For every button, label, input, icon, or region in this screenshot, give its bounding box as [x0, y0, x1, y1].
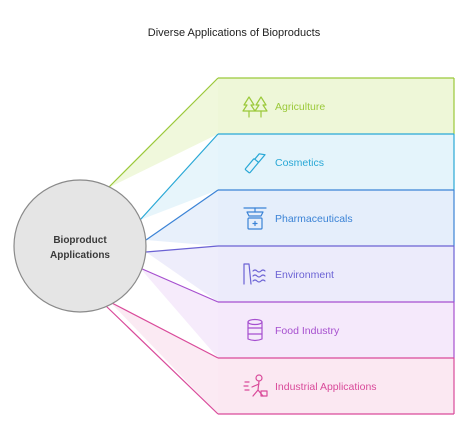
- hub-node: Bioproduct Applications: [13, 179, 147, 313]
- branch-label: Agriculture: [275, 101, 325, 113]
- hub-label-line2: Applications: [50, 250, 110, 261]
- hub-label-line1: Bioproduct: [53, 235, 107, 246]
- branch-label: Pharmaceuticals: [275, 213, 353, 225]
- dam-water-icon: [243, 263, 266, 285]
- branch-connector: [145, 245, 219, 253]
- branch-connector: [109, 301, 219, 359]
- branch-band: Food Industry: [218, 301, 455, 358]
- branch-label: Environment: [275, 269, 334, 281]
- lipstick-icon: [244, 153, 266, 174]
- branch-label: Cosmetics: [275, 157, 324, 169]
- branch-wedge: [110, 302, 218, 414]
- branch-connector: [139, 267, 219, 303]
- branch-connector: [105, 305, 219, 415]
- pharmacy-drone-icon: [243, 207, 267, 230]
- worker-icon: [243, 374, 268, 397]
- branch-band: Industrial Applications: [218, 357, 455, 414]
- branch-wedge: [146, 190, 218, 246]
- branch-connector: [107, 77, 219, 189]
- branch-label: Food Industry: [275, 325, 340, 337]
- trees-icon: [242, 96, 268, 118]
- food-can-icon: [247, 318, 263, 342]
- branch-connector: [145, 189, 219, 241]
- branch-band: Pharmaceuticals: [218, 189, 455, 246]
- branch-wedge: [140, 268, 218, 358]
- branch-wedge: [146, 246, 218, 302]
- branch-connector: [139, 133, 219, 221]
- branch-band: Environment: [218, 245, 455, 302]
- branch-band: Cosmetics: [218, 133, 455, 190]
- diagram-title: Diverse Applications of Bioproducts: [147, 27, 321, 39]
- branch-label: Industrial Applications: [275, 381, 377, 393]
- branch-band: Agriculture: [218, 77, 455, 134]
